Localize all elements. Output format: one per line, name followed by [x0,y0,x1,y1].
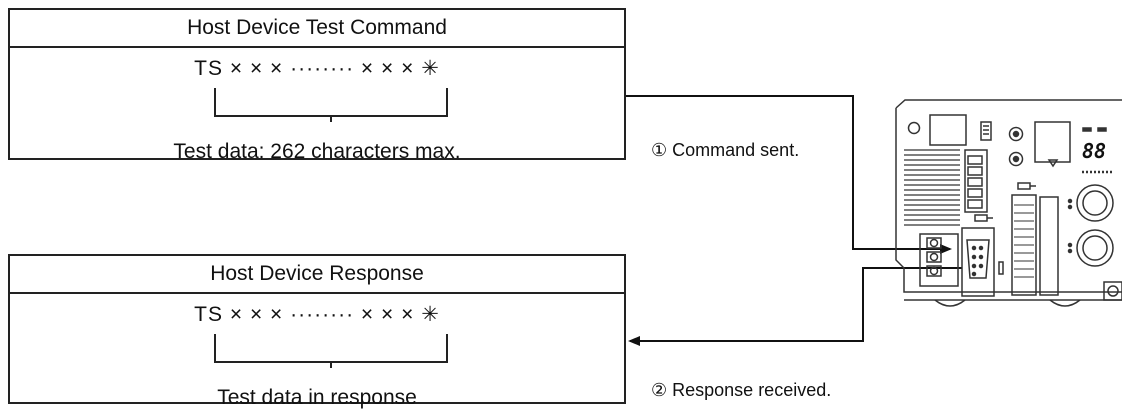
command-box: Host Device Test Command TS × × × ······… [8,8,626,163]
step-command-sent: ① Command sent. [651,140,800,160]
command-caption: Test data: 262 characters max. [173,140,461,163]
response-caption: Test data in response [217,386,417,409]
response-bracket [214,334,448,368]
controller-device-illustration [895,99,1122,307]
command-box-title: Host Device Test Command [10,10,624,48]
command-sent-line [626,95,952,254]
response-received-line [628,267,962,346]
command-box-body: TS × × × ········ × × × ✳ Test data: 262… [10,48,624,166]
step-response-received: ② Response received. [651,380,832,400]
command-bracket [214,88,448,122]
device-display: 88 [1082,139,1106,163]
response-box-body: TS × × × ········ × × × ✳ Test data in r… [10,294,624,412]
response-box-title: Host Device Response [10,256,624,294]
command-sequence: TS × × × ········ × × × ✳ [194,57,440,80]
response-box: Host Device Response TS × × × ········ ×… [8,254,626,409]
response-sequence: TS × × × ········ × × × ✳ [194,303,440,326]
